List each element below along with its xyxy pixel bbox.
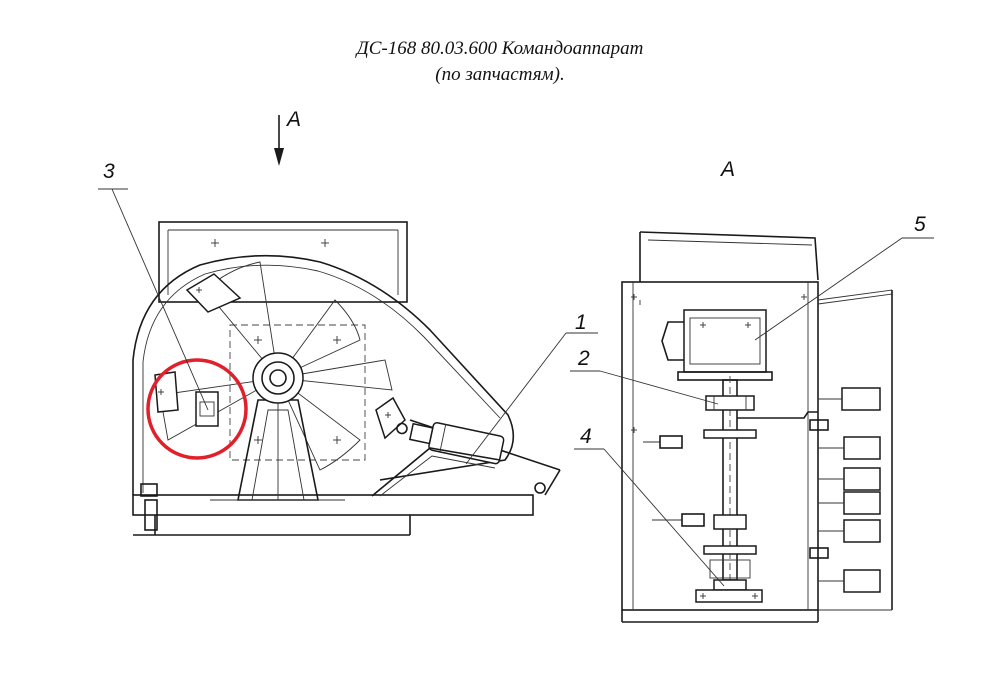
section-view-label: А [721, 158, 736, 181]
view-direction-arrow [274, 115, 284, 166]
callout-1: 1 [575, 311, 587, 334]
view-arrow-label: А [287, 108, 302, 131]
side-view [132, 221, 561, 536]
callout-5: 5 [914, 213, 926, 236]
callout-4: 4 [580, 425, 592, 448]
callout-2: 2 [578, 347, 590, 370]
highlight-circle [146, 358, 248, 460]
drawing-title: ДС-168 80.03.600 Командоаппарат [356, 38, 644, 59]
section-view-a [621, 231, 893, 623]
drawing-subtitle: (по запчастям). [435, 64, 565, 85]
leader-lines [98, 188, 934, 587]
callout-3: 3 [103, 160, 115, 183]
